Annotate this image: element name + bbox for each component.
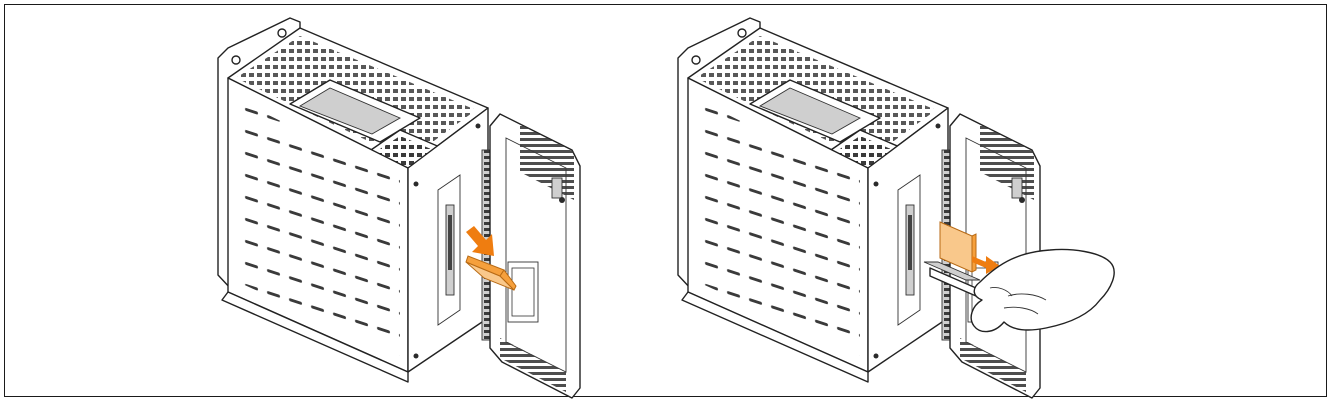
device-housing-2 [677,17,1041,399]
arrow-right [972,256,1000,274]
hand-illustration [970,248,1115,333]
arrow-down-right [466,226,494,256]
panel-step-1 [217,17,581,399]
device-housing-1 [217,17,581,399]
panel-step-2 [677,17,1115,399]
